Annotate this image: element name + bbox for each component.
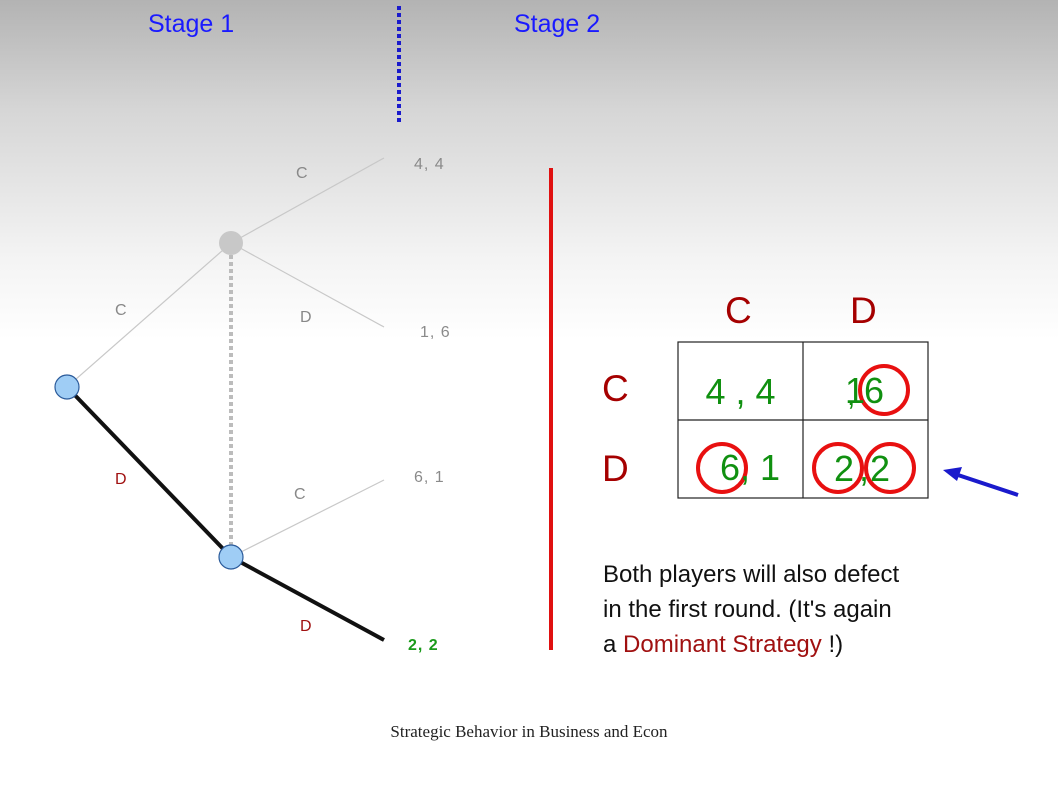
label-upper-c: C: [296, 165, 308, 182]
matrix-row-c: C: [602, 368, 629, 409]
matrix-cell-cd-comma: ,: [847, 379, 856, 412]
label-root-c: C: [115, 302, 127, 319]
matrix-cell-dd-p2: 2: [870, 448, 891, 489]
explanation-suffix: !): [821, 631, 844, 658]
branch-root-c: [66, 242, 232, 388]
arrow-shaft: [954, 472, 1019, 497]
slide-footer: Strategic Behavior in Business and Econ: [390, 722, 668, 741]
branch-lower-c: [230, 479, 385, 558]
node-upper: [219, 231, 243, 255]
matrix-cell-dc: 6, 1: [720, 447, 781, 488]
stage-1-title: Stage 1: [148, 10, 235, 38]
matrix-cell-cd-p2: 6: [864, 370, 885, 411]
branch-lower-d: [230, 555, 385, 642]
payoff-cc: 4, 4: [414, 156, 445, 173]
matrix-cell-dd-comma: ,: [859, 448, 870, 489]
explanation-line-1: Both players will also defect: [603, 561, 900, 588]
branch-upper-c: [230, 157, 385, 244]
explanation-prefix: a: [603, 631, 624, 658]
explanation-line-2: in the first round. (It's again: [603, 596, 892, 623]
matrix-cell-cd-p1: 1: [845, 370, 866, 411]
circle-cd-p2: [858, 364, 910, 416]
payoff-dc: 6, 1: [414, 469, 445, 486]
matrix-col-d: D: [850, 290, 877, 331]
stage-2-title: Stage 2: [514, 10, 601, 38]
payoff-cd: 1, 6: [420, 324, 451, 341]
matrix-cell-dd-p1: 2: [834, 448, 855, 489]
explanation-line-3: a Dominant Strategy !): [603, 627, 899, 662]
branch-upper-d: [230, 242, 385, 328]
branch-root-d: [65, 385, 233, 559]
arrow-head: [943, 467, 962, 481]
dominant-strategy-highlight: Dominant Strategy: [623, 631, 822, 658]
matrix-row-d: D: [602, 448, 629, 489]
circle-dd-p1: [812, 442, 864, 494]
payoff-dd: 2, 2: [408, 637, 439, 654]
matrix-cell-cc: 4 , 4: [705, 371, 776, 412]
node-lower: [218, 544, 244, 570]
circle-dc-p1: [696, 442, 748, 494]
label-lower-c: C: [294, 486, 306, 503]
circle-dd-p2: [864, 442, 916, 494]
explanation-text: Both players will also defect in the fir…: [603, 557, 899, 662]
label-upper-d: D: [300, 309, 312, 326]
label-lower-d: D: [300, 618, 312, 635]
label-root-d: D: [115, 471, 127, 488]
node-root: [54, 374, 80, 400]
matrix-col-c: C: [725, 290, 752, 331]
